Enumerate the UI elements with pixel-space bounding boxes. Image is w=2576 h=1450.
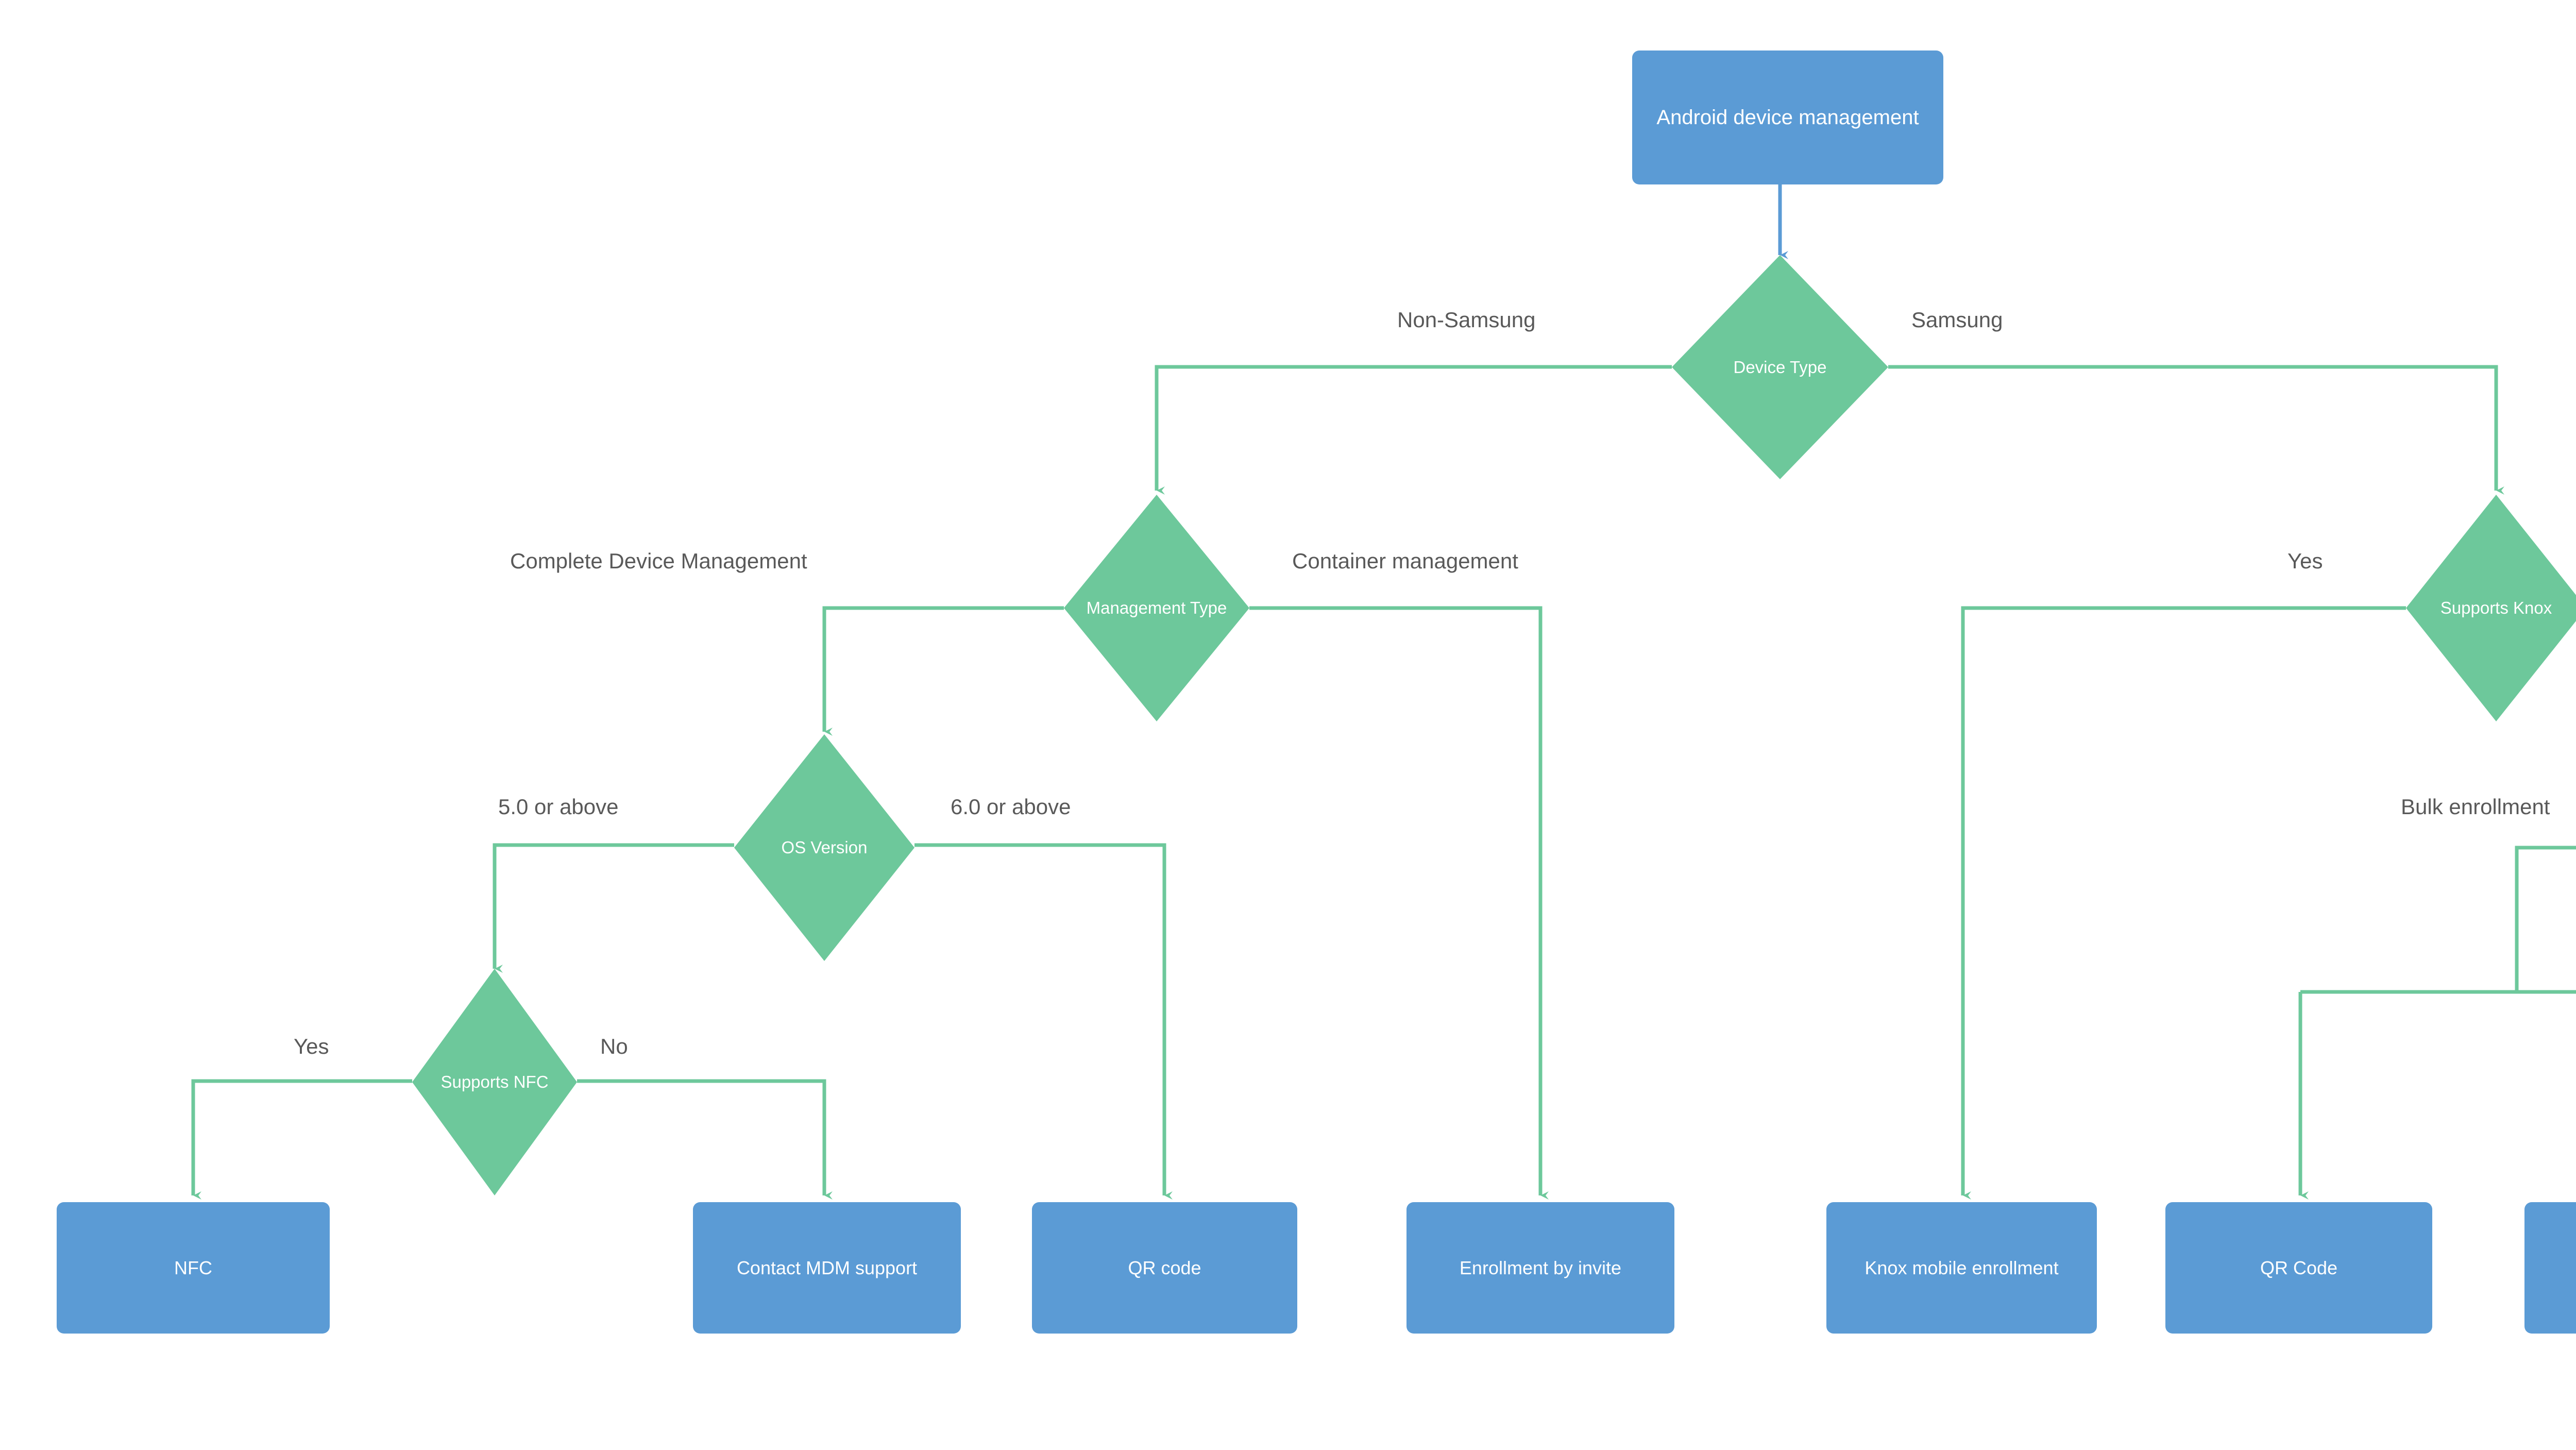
node-root-label: Android device management [1656, 106, 1919, 129]
node-leaf-nfc-right[interactable]: NFC [2524, 1202, 2576, 1334]
edge-label-nfc-yes: Yes [294, 1034, 329, 1058]
node-supports-nfc[interactable]: Supports NFC [412, 969, 577, 1195]
node-leaf-knox-mobile[interactable]: Knox mobile enrollment [1826, 1202, 2097, 1334]
node-supports-knox[interactable]: Supports Knox [2406, 495, 2576, 721]
edge-label-bulk-enrollment: Bulk enrollment [2401, 795, 2550, 819]
node-device-type-label: Device Type [1733, 357, 1827, 377]
node-leaf-qr-code-right[interactable]: QR Code [2165, 1202, 2432, 1334]
node-leaf-nfc-left-label: NFC [174, 1257, 212, 1278]
edge-label-nfc-no: No [600, 1034, 628, 1058]
edge-label-non-samsung: Non-Samsung [1397, 308, 1536, 332]
node-supports-nfc-label: Supports NFC [440, 1072, 549, 1092]
node-leaf-contact-mdm-label: Contact MDM support [736, 1257, 918, 1278]
node-leaf-invite-mid[interactable]: Enrollment by invite [1406, 1202, 1674, 1334]
node-leaf-contact-mdm[interactable]: Contact MDM support [693, 1202, 961, 1334]
node-os-version-label: OS Version [781, 838, 868, 857]
edge-label-complete-device-management: Complete Device Management [510, 549, 807, 573]
node-leaf-nfc-left[interactable]: NFC [57, 1202, 330, 1334]
edge-label-os-5-or-above: 5.0 or above [498, 795, 619, 819]
node-management-type[interactable]: Management Type [1064, 495, 1249, 721]
edge-label-os-6-or-above: 6.0 or above [951, 795, 1071, 819]
node-leaf-knox-mobile-label: Knox mobile enrollment [1865, 1257, 2059, 1278]
node-root[interactable]: Android device management [1632, 50, 1943, 184]
node-device-type[interactable]: Device Type [1672, 255, 1888, 479]
edge-label-container-management: Container management [1292, 549, 1518, 573]
node-os-version[interactable]: OS Version [734, 734, 914, 961]
edge-label-samsung: Samsung [1911, 308, 2003, 332]
node-leaf-invite-mid-label: Enrollment by invite [1459, 1257, 1622, 1278]
node-leaf-qr-code-right-label: QR Code [2260, 1257, 2338, 1278]
node-leaf-qr-code-mid[interactable]: QR code [1032, 1202, 1297, 1334]
node-management-type-label: Management Type [1086, 598, 1227, 618]
node-supports-knox-label: Supports Knox [2440, 598, 2552, 618]
node-leaf-qr-code-mid-label: QR code [1128, 1257, 1201, 1278]
edge-label-knox-yes: Yes [2287, 549, 2323, 573]
node-leaf-nfc-right-label: NFC [2530, 1256, 2576, 1279]
